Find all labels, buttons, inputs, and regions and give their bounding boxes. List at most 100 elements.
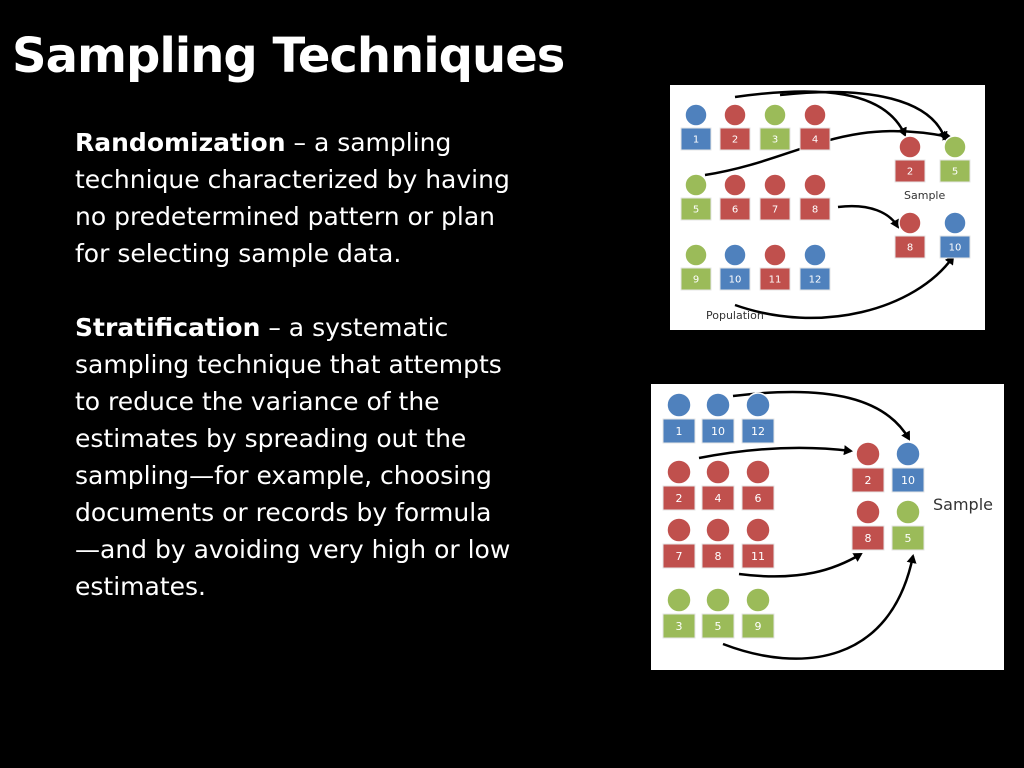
person-number: 6: [732, 205, 738, 216]
person-number: 5: [693, 205, 699, 216]
definition-text: a sampling technique characterized by ha…: [75, 128, 510, 268]
person-number: 6: [755, 492, 762, 505]
person-body: [891, 467, 925, 493]
person-head: [705, 517, 731, 543]
person-body: [701, 613, 735, 639]
person-figure: 5: [891, 499, 925, 551]
definition-randomization: Randomization – a sampling technique cha…: [75, 124, 515, 272]
person-figure: 9: [680, 243, 712, 291]
definition-stratification: Stratification – a systematic sampling t…: [75, 309, 515, 605]
person-head: [723, 243, 747, 267]
definitions-text: Randomization – a sampling technique cha…: [75, 124, 515, 642]
person-figure: 12: [799, 243, 831, 291]
person-body: [799, 267, 831, 291]
person-figure: 2: [662, 459, 696, 511]
person-number: 1: [693, 135, 699, 146]
selection-arrow: [734, 90, 907, 137]
person-body: [759, 127, 791, 151]
person-number: 4: [715, 492, 722, 505]
person-figure: 8: [894, 211, 926, 259]
person-figure: 5: [680, 173, 712, 221]
person-figure: 1: [680, 103, 712, 151]
selection-arrow: [698, 445, 853, 460]
person-figure: 2: [851, 441, 885, 493]
person-head: [763, 103, 787, 127]
person-body: [719, 197, 751, 221]
person-figure: 8: [701, 517, 735, 569]
person-body: [680, 197, 712, 221]
person-head: [855, 441, 881, 467]
person-figure: 3: [662, 587, 696, 639]
person-head: [705, 587, 731, 613]
person-number: 12: [809, 275, 822, 286]
person-number: 3: [772, 135, 778, 146]
person-body: [799, 127, 831, 151]
separator: –: [260, 313, 289, 342]
person-head: [684, 243, 708, 267]
person-body: [719, 127, 751, 151]
person-body: [741, 418, 775, 444]
population-label: Population: [706, 309, 764, 322]
person-head: [803, 103, 827, 127]
person-head: [666, 392, 692, 418]
person-figure: 1: [662, 392, 696, 444]
person-head: [705, 392, 731, 418]
person-figure: 4: [799, 103, 831, 151]
person-number: 9: [693, 275, 699, 286]
person-number: 1: [676, 425, 683, 438]
person-number: 7: [772, 205, 778, 216]
person-number: 11: [769, 275, 782, 286]
person-body: [851, 525, 885, 551]
person-body: [759, 197, 791, 221]
person-body: [741, 485, 775, 511]
person-body: [680, 267, 712, 291]
person-body: [939, 159, 971, 183]
person-number: 12: [751, 425, 765, 438]
person-number: 10: [711, 425, 725, 438]
person-figure: 8: [799, 173, 831, 221]
person-head: [763, 173, 787, 197]
person-body: [759, 267, 791, 291]
definition-text: a systematic sampling technique that att…: [75, 313, 511, 601]
person-number: 5: [715, 620, 722, 633]
selection-arrow: [732, 390, 911, 441]
person-number: 10: [729, 275, 742, 286]
person-head: [666, 517, 692, 543]
selection-arrow: [738, 552, 863, 578]
person-figure: 10: [701, 392, 735, 444]
person-figure: 6: [719, 173, 751, 221]
person-number: 4: [812, 135, 818, 146]
person-number: 9: [755, 620, 762, 633]
selection-arrow: [837, 204, 900, 229]
person-head: [855, 499, 881, 525]
person-figure: 8: [851, 499, 885, 551]
person-head: [684, 173, 708, 197]
person-figure: 5: [939, 135, 971, 183]
person-head: [803, 173, 827, 197]
separator: –: [285, 128, 314, 157]
person-head: [745, 459, 771, 485]
person-figure: 6: [741, 459, 775, 511]
person-head: [723, 103, 747, 127]
person-figure: 5: [701, 587, 735, 639]
person-head: [666, 459, 692, 485]
person-figure: 10: [891, 441, 925, 493]
person-body: [701, 418, 735, 444]
person-body: [939, 235, 971, 259]
person-head: [745, 392, 771, 418]
person-figure: 11: [759, 243, 791, 291]
person-figure: 3: [759, 103, 791, 151]
person-body: [701, 543, 735, 569]
person-figure: 10: [719, 243, 751, 291]
person-body: [741, 613, 775, 639]
person-number: 8: [865, 532, 872, 545]
person-body: [741, 543, 775, 569]
person-body: [662, 485, 696, 511]
person-body: [662, 543, 696, 569]
person-body: [662, 418, 696, 444]
person-number: 5: [952, 167, 958, 178]
person-head: [666, 587, 692, 613]
